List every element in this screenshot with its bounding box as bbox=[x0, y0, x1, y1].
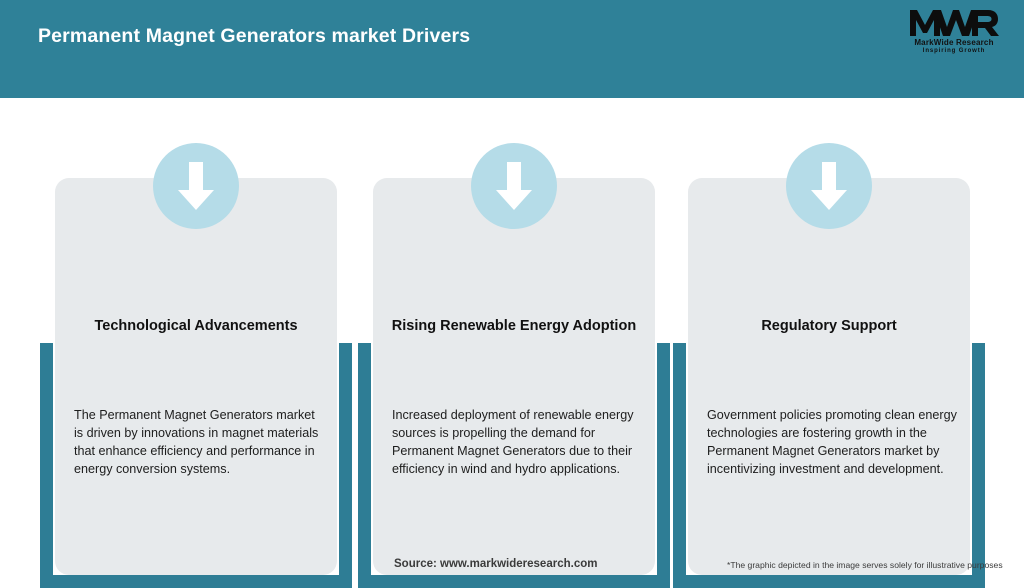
driver-card-2[interactable]: Rising Renewable Energy Adoption Increas… bbox=[358, 143, 670, 588]
logo-mwr-icon bbox=[902, 8, 1006, 37]
page-title: Permanent Magnet Generators market Drive… bbox=[38, 25, 471, 47]
card-body-text: Government policies promoting clean ener… bbox=[707, 408, 957, 476]
arrow-down-icon bbox=[786, 143, 872, 229]
card-panel: Regulatory Support Government policies p… bbox=[688, 178, 970, 575]
card-body-text: The Permanent Magnet Generators market i… bbox=[74, 408, 319, 476]
drivers-card-row: Technological Advancements The Permanent… bbox=[0, 98, 1024, 588]
footer-disclaimer: *The graphic depicted in the image serve… bbox=[727, 560, 1003, 570]
arrow-down-icon bbox=[471, 143, 557, 229]
driver-card-1[interactable]: Technological Advancements The Permanent… bbox=[40, 143, 352, 588]
card-title: Rising Renewable Energy Adoption bbox=[391, 318, 637, 334]
card-panel: Technological Advancements The Permanent… bbox=[55, 178, 337, 575]
page-header: Permanent Magnet Generators market Drive… bbox=[0, 0, 1024, 98]
brand-logo: MarkWide Research Inspiring Growth bbox=[902, 8, 1006, 60]
driver-card-3[interactable]: Regulatory Support Government policies p… bbox=[673, 143, 985, 588]
card-panel: Rising Renewable Energy Adoption Increas… bbox=[373, 178, 655, 575]
logo-tagline: Inspiring Growth bbox=[922, 48, 986, 54]
logo-company-name: MarkWide Research bbox=[914, 38, 994, 47]
card-title: Regulatory Support bbox=[761, 318, 897, 334]
arrow-down-icon bbox=[153, 143, 239, 229]
footer-source: Source: www.markwideresearch.com bbox=[394, 558, 598, 570]
card-body-text: Increased deployment of renewable energy… bbox=[392, 408, 634, 476]
card-title: Technological Advancements bbox=[94, 318, 298, 334]
